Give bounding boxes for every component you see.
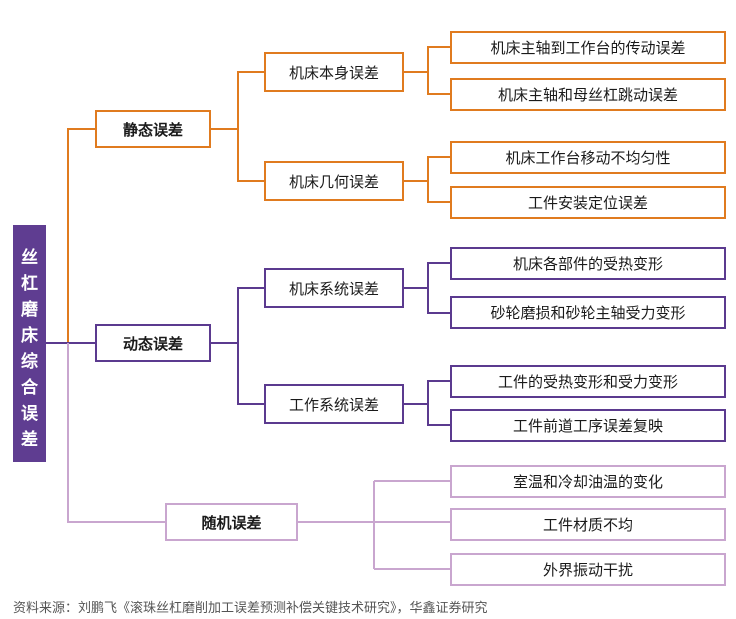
leaf-spindle-to-table-transmission: 机床主轴到工作台的传动误差 xyxy=(450,31,726,64)
root-char: 误 xyxy=(21,404,38,424)
root-char: 丝 xyxy=(21,248,38,268)
leaf-component-thermal-deformation: 机床各部件的受热变形 xyxy=(450,247,726,280)
category-random-error: 随机误差 xyxy=(165,503,298,541)
leaf-material-uneven: 工件材质不均 xyxy=(450,508,726,541)
leaf-table-movement-uneven: 机床工作台移动不均匀性 xyxy=(450,141,726,174)
group-machine-body-error: 机床本身误差 xyxy=(264,52,404,92)
root-node: 丝 杠 磨 床 综 合 误 差 xyxy=(13,225,46,462)
category-static-error: 静态误差 xyxy=(95,110,211,148)
root-char: 杠 xyxy=(21,274,38,294)
leaf-spindle-leadscrew-runout: 机床主轴和母丝杠跳动误差 xyxy=(450,78,726,111)
random-connectors xyxy=(67,343,450,570)
root-char: 综 xyxy=(21,352,38,372)
leaf-workpiece-thermal-force-deformation: 工件的受热变形和受力变形 xyxy=(450,365,726,398)
leaf-wheel-wear-spindle-deformation: 砂轮磨损和砂轮主轴受力变形 xyxy=(450,296,726,329)
dynamic-connectors xyxy=(46,262,450,426)
leaf-external-vibration: 外界振动干扰 xyxy=(450,553,726,586)
leaf-workpiece-positioning: 工件安装定位误差 xyxy=(450,186,726,219)
leaf-room-oil-temperature: 室温和冷却油温的变化 xyxy=(450,465,726,498)
group-machine-system-error: 机床系统误差 xyxy=(264,268,404,308)
group-work-system-error: 工作系统误差 xyxy=(264,384,404,424)
root-char: 合 xyxy=(21,378,38,398)
category-dynamic-error: 动态误差 xyxy=(95,324,211,362)
root-char: 磨 xyxy=(21,300,38,320)
source-note: 资料来源：刘鹏飞《滚珠丝杠磨削加工误差预测补偿关键技术研究》，华鑫证券研究 xyxy=(13,601,488,616)
leaf-previous-process-error-copy: 工件前道工序误差复映 xyxy=(450,409,726,442)
root-char: 床 xyxy=(21,326,38,346)
root-char: 差 xyxy=(21,430,38,450)
group-machine-geometry-error: 机床几何误差 xyxy=(264,161,404,201)
